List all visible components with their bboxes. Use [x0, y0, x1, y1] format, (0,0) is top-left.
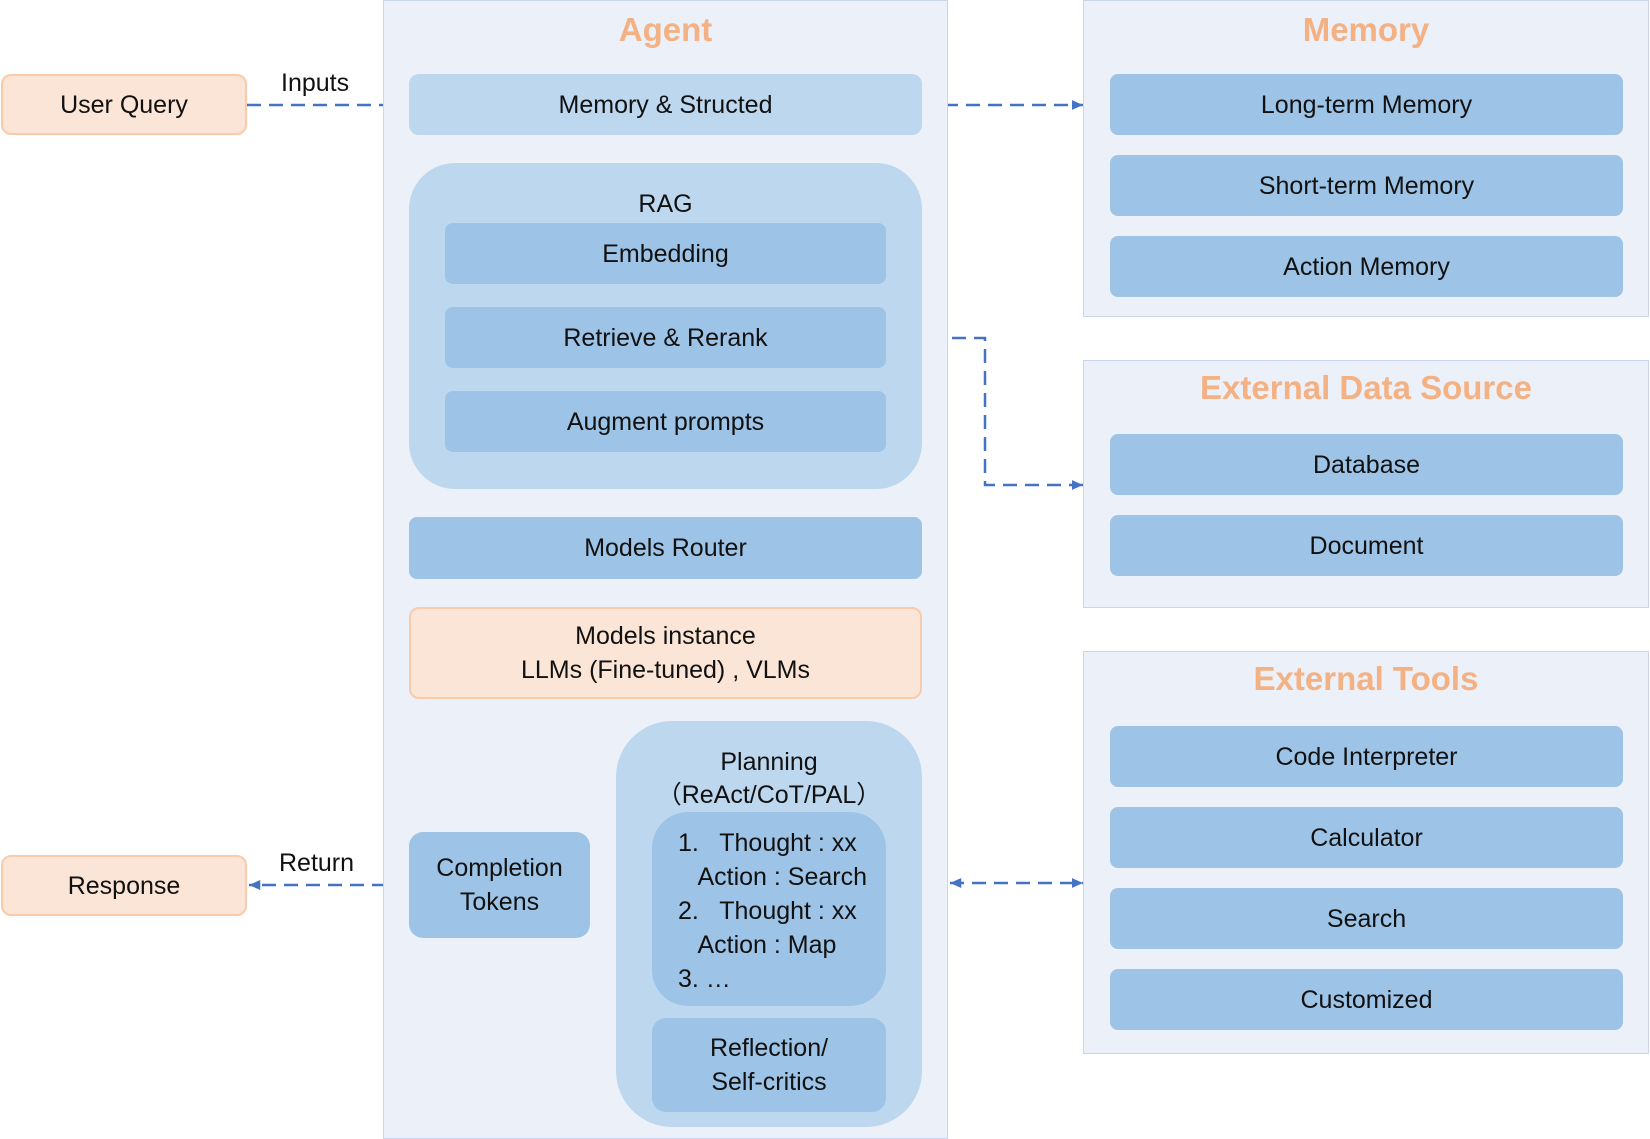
reflection-line1: Reflection/	[709, 1034, 829, 1062]
database-box: Database	[1110, 434, 1623, 495]
completion-line1: Completion	[436, 854, 563, 882]
models-instance-line1: Models instance	[575, 622, 756, 650]
code-interpreter-box: Code Interpreter	[1110, 726, 1623, 787]
retrieve-rerank-label: Retrieve & Rerank	[563, 323, 768, 352]
models-instance-box: Models instance LLMs (Fine-tuned) , VLMs	[409, 607, 922, 699]
return-label: Return	[279, 849, 355, 877]
retrieve-rerank-box: Retrieve & Rerank	[445, 307, 886, 368]
planning-step: 2. Thought : xx	[678, 897, 857, 925]
code-interpreter-label: Code Interpreter	[1275, 742, 1458, 771]
planning-steps-list: 1. Thought : xx Action : Search 2. Thoug…	[652, 812, 886, 1006]
planning-title-line1: Planning	[720, 748, 818, 776]
planning-step: Action : Map	[678, 931, 837, 959]
memory-structed-label: Memory & Structed	[558, 90, 773, 119]
customized-label: Customized	[1300, 985, 1433, 1014]
memory-structed-box: Memory & Structed	[409, 74, 922, 135]
document-label: Document	[1309, 531, 1424, 560]
planning-step: 3. …	[678, 965, 731, 993]
planning-step: 1. Thought : xx	[678, 829, 857, 857]
models-instance-line2: LLMs (Fine-tuned) , VLMs	[521, 656, 810, 684]
completion-tokens-box: Completion Tokens	[409, 832, 590, 938]
user-query-label: User Query	[60, 90, 188, 119]
embedding-label: Embedding	[602, 239, 729, 268]
user-query-box: User Query	[1, 74, 247, 135]
external-tools-title: External Tools	[1253, 660, 1479, 697]
document-box: Document	[1110, 515, 1623, 576]
completion-line2: Tokens	[459, 888, 540, 916]
models-router-box: Models Router	[409, 517, 922, 579]
long-term-memory-label: Long-term Memory	[1260, 90, 1473, 119]
calculator-box: Calculator	[1110, 807, 1623, 868]
models-router-label: Models Router	[584, 534, 747, 562]
search-label: Search	[1326, 904, 1407, 933]
action-memory-box: Action Memory	[1110, 236, 1623, 297]
response-label: Response	[67, 871, 181, 900]
rag-title: RAG	[638, 190, 693, 218]
external-data-title: External Data Source	[1200, 369, 1532, 406]
embedding-box: Embedding	[445, 223, 886, 284]
agent-title: Agent	[618, 11, 713, 48]
database-label: Database	[1312, 450, 1421, 479]
long-term-memory-box: Long-term Memory	[1110, 74, 1623, 135]
augment-prompts-label: Augment prompts	[566, 407, 765, 436]
memory-title: Memory	[1302, 11, 1430, 48]
calculator-label: Calculator	[1310, 823, 1423, 852]
search-box: Search	[1110, 888, 1623, 949]
inputs-label: Inputs	[281, 69, 350, 97]
planning-step: Action : Search	[678, 863, 867, 891]
short-term-memory-label: Short-term Memory	[1258, 171, 1475, 200]
reflection-line2: Self-critics	[711, 1068, 827, 1096]
action-memory-label: Action Memory	[1283, 252, 1450, 281]
reflection-box: Reflection/ Self-critics	[652, 1018, 886, 1112]
response-box: Response	[1, 855, 247, 916]
planning-title-line2: （ReAct/CoT/PAL）	[656, 781, 882, 809]
augment-prompts-box: Augment prompts	[445, 391, 886, 452]
customized-box: Customized	[1110, 969, 1623, 1030]
short-term-memory-box: Short-term Memory	[1110, 155, 1623, 216]
